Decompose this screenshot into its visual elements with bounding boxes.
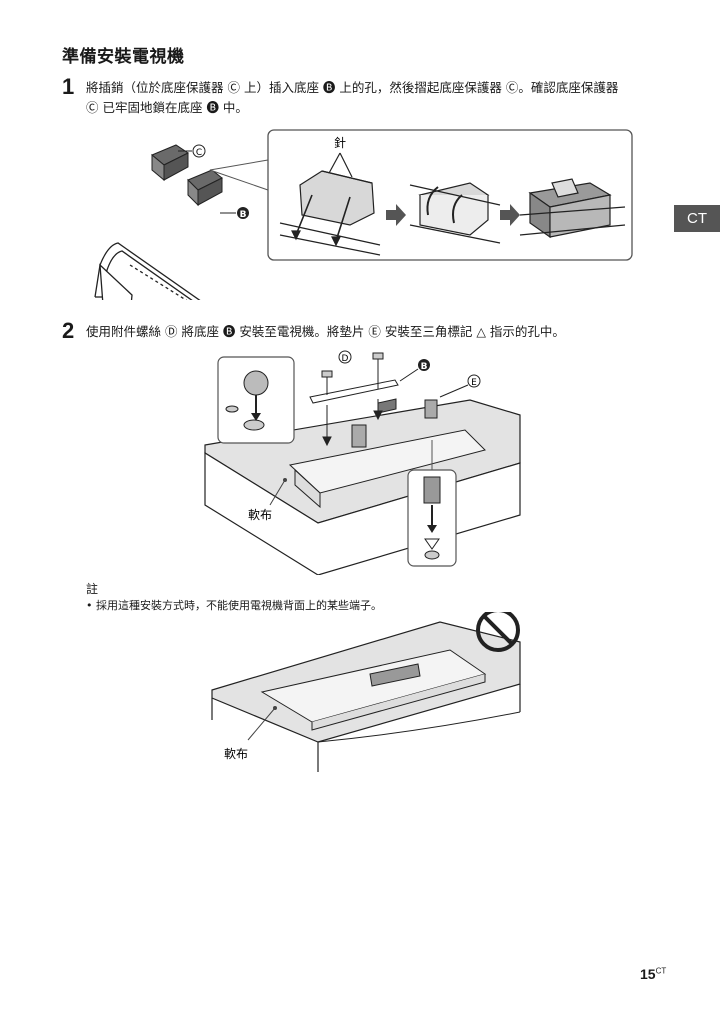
- page-number: 15CT: [640, 966, 666, 982]
- step-1-text: 將插銷（位於底座保護器 Ⓒ 上）插入底座 🅑 上的孔，然後摺起底座保護器 Ⓒ。確…: [86, 78, 686, 118]
- not-recommended-figure: 軟布: [211, 612, 521, 772]
- step-1-line-1: 將插銷（位於底座保護器 Ⓒ 上）插入底座 🅑 上的孔，然後摺起底座保護器 Ⓒ。確…: [86, 80, 619, 95]
- stand-protectors: [151, 144, 223, 207]
- callout-d-label: D: [342, 354, 349, 364]
- page-number-suffix: CT: [655, 966, 667, 976]
- stand-protector-figure: C B 針: [94, 129, 633, 300]
- step-2-text: 使用附件螺絲 Ⓓ 將底座 🅑 安裝至電視機。將墊片 Ⓔ 安裝至三角標記 △ 指示…: [86, 324, 565, 339]
- callout-b2-label: B: [421, 362, 428, 372]
- note-text: 採用這種安裝方式時，不能使用電視機背面上的某些端子。: [96, 599, 382, 612]
- stand-attach-figure: D B E 軟布: [204, 350, 521, 575]
- callout-c-icon: [192, 144, 206, 158]
- arrow-2-icon: [500, 204, 520, 226]
- step-1-line-2: Ⓒ 已牢固地鎖在底座 🅑 中。: [86, 100, 248, 115]
- page-number-value: 15: [640, 966, 656, 982]
- callout-c-label: C: [196, 148, 202, 158]
- note-bullet: •: [86, 599, 93, 612]
- callout-e-icon: [467, 374, 481, 388]
- arrow-1-icon: [386, 204, 406, 226]
- step-1-number: 1: [62, 74, 75, 99]
- callout-e-label: E: [471, 378, 477, 388]
- callout-b-label: B: [240, 210, 247, 220]
- callout-b-icon: [237, 207, 249, 219]
- note-title: 註: [86, 582, 99, 596]
- section-title: 準備安裝電視機: [62, 47, 185, 67]
- step-2-number: 2: [62, 318, 75, 343]
- pin-label: 針: [334, 135, 346, 150]
- prohibited-icon: [476, 612, 520, 652]
- cloth-label-1: 軟布: [248, 507, 272, 522]
- language-tab: CT: [674, 205, 720, 232]
- stand-frame: [94, 242, 201, 300]
- note-item: • 採用這種安裝方式時，不能使用電視機背面上的某些端子。: [86, 597, 382, 613]
- cloth-label-2: 軟布: [224, 746, 248, 761]
- callout-d-icon: [338, 350, 352, 364]
- callout-b2-icon: [418, 359, 430, 371]
